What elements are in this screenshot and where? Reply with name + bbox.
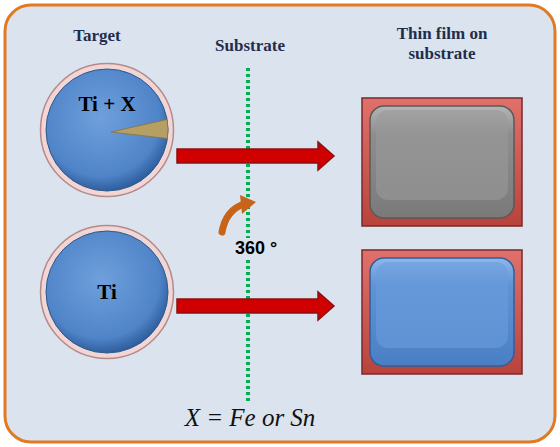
rotation-arrow [222,195,256,232]
thin-film-blue [362,250,522,374]
column-heading: Substrate [215,36,285,56]
note: X = Fe or Sn [185,403,316,433]
column-heading: Target [73,26,121,46]
rotation-angle: 360 ° [232,238,280,260]
target-disc: Ti [39,224,175,360]
deposition-arrow [177,142,334,170]
outer-panel [5,5,555,442]
deposition-arrow [177,292,334,320]
target-label: Ti [97,280,116,305]
disc-outline [39,62,175,198]
thin-film-grey [362,98,522,226]
target-label: Ti + X [78,92,135,117]
substrate-line [246,68,250,402]
target-disc: Ti + X [39,62,175,198]
column-heading: Thin film on substrate [382,24,502,65]
